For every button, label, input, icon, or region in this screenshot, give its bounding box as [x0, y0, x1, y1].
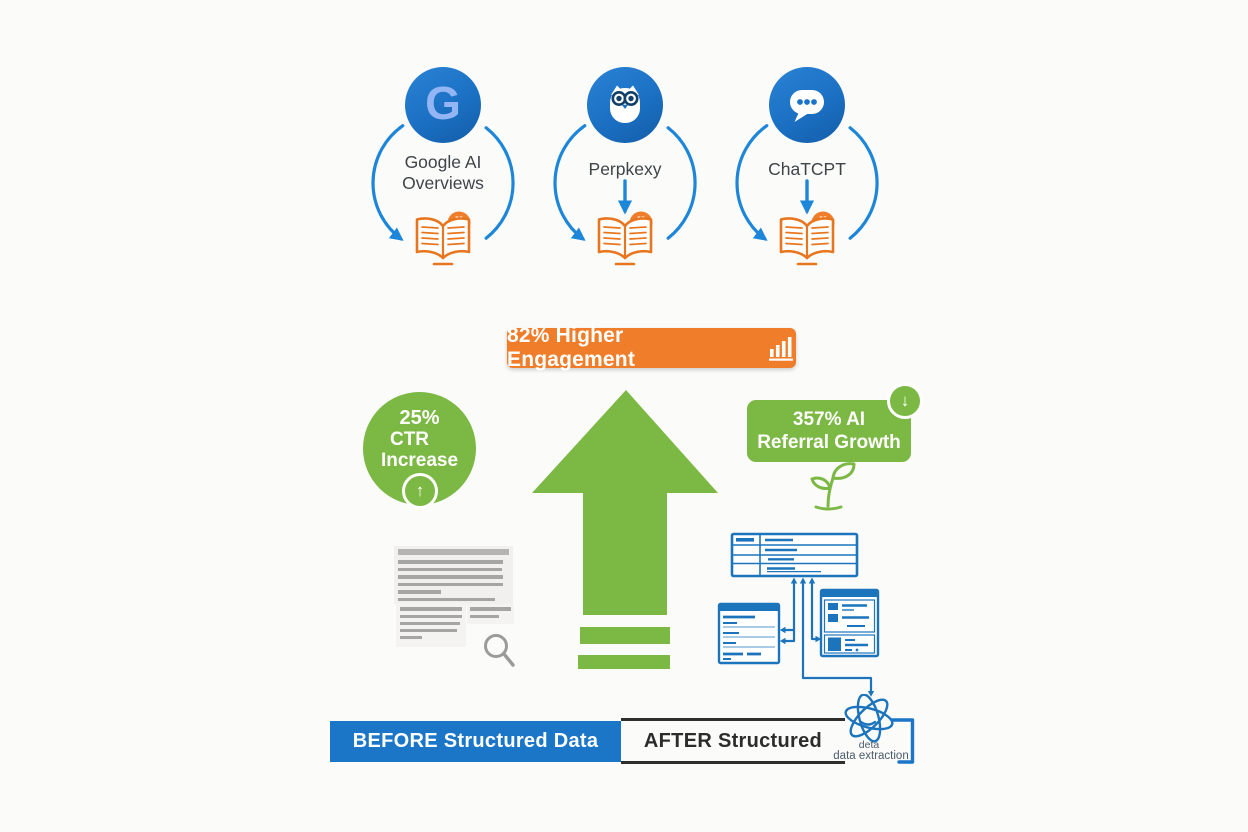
google-g-icon: G — [425, 77, 461, 129]
book-quote-icon: ” — [779, 211, 835, 266]
platform-label: ChaTCPT — [768, 159, 846, 179]
bracket-icon — [891, 718, 915, 764]
schema-connectors — [785, 583, 873, 691]
engagement-banner: 82% Higher Engagement — [507, 324, 796, 371]
book-quote-icon: ” — [597, 211, 653, 266]
platform-label: Google AI Overviews — [402, 152, 484, 193]
growth-arrow-icon — [532, 390, 718, 669]
wireframe-panel — [467, 604, 514, 624]
owl-icon — [610, 85, 640, 123]
schema-diagram — [717, 532, 880, 697]
sprout-icon — [810, 462, 856, 511]
after-box: AFTER Structured — [621, 718, 845, 764]
schema-card-right — [819, 588, 880, 658]
data-extraction-icon — [844, 694, 894, 743]
search-icon — [484, 634, 515, 667]
before-banner: BEFORE Structured Data — [330, 721, 621, 762]
bar-chart-icon — [769, 337, 794, 361]
cycle-arrows-icon — [371, 124, 515, 241]
cycle-arrows-icon — [553, 124, 697, 241]
schema-table — [730, 532, 859, 578]
engagement-label: 82% Higher Engagement — [507, 324, 636, 371]
up-arrow-badge: ↑ — [402, 473, 438, 509]
schema-card-left — [717, 602, 781, 665]
platform-chatgpt: ChaTCPT ” — [717, 55, 897, 287]
ctr-stat-circle: 25% CTR Increase ↑ — [363, 392, 476, 509]
up-arrow-icon: ↑ — [415, 481, 425, 500]
chat-bubble-icon — [790, 90, 824, 122]
platform-google: G Google AI Overviews ” — [353, 55, 533, 287]
referral-stat-box: 357% AI Referral Growth ↓ — [747, 383, 923, 462]
cycle-arrows-icon — [735, 124, 879, 241]
wireframe-panel — [396, 603, 466, 647]
platform-circle — [769, 67, 845, 143]
wireframe-panel — [394, 546, 513, 604]
connector-arrowheads — [779, 577, 875, 697]
platform-label: Perpkexy — [588, 159, 662, 179]
platform-circle — [587, 67, 663, 143]
down-arrow-badge: ↓ — [887, 383, 923, 419]
book-quote-icon: ” — [415, 211, 471, 266]
extraction-label-line2: data extraction — [833, 750, 909, 762]
platform-perplexity: Perpkexy ” — [535, 55, 715, 287]
platform-circle: G — [405, 67, 481, 143]
extraction-label-line1: deta — [858, 739, 880, 751]
down-arrow-icon: ↓ — [900, 391, 910, 410]
